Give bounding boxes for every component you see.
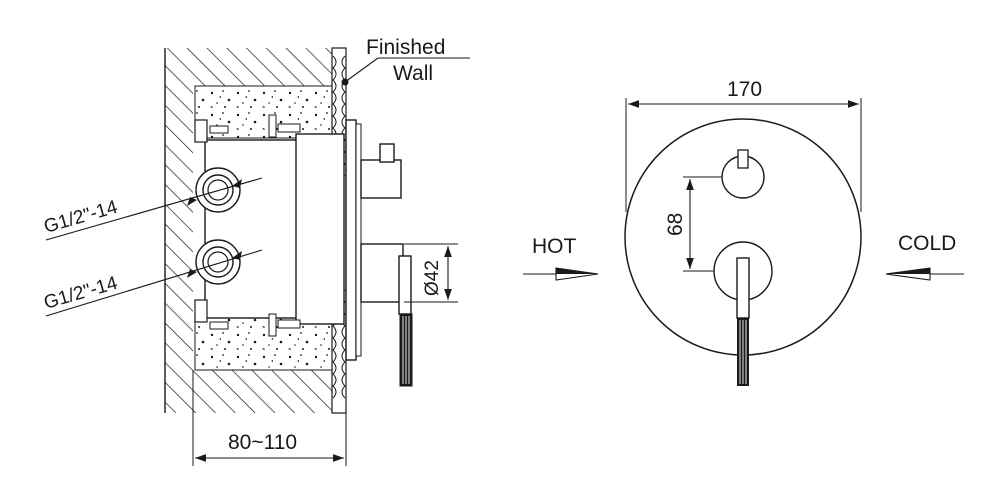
finished-wall-label-1: Finished — [366, 36, 445, 59]
thread-top-arrow-2 — [187, 197, 197, 206]
plate-width-label: 170 — [727, 78, 762, 101]
thread-top-label: G1/2"-14 — [42, 197, 121, 238]
side-section-view: Finished Wall G1/2"-14 G1/2"-14 Ø42 80~1… — [42, 36, 470, 466]
diverter-knob-side — [360, 143, 402, 199]
diverter-knob-stem — [737, 149, 749, 169]
cold-label: COLD — [898, 232, 956, 255]
valve-flange-bottom — [194, 299, 208, 323]
lever-handle-front — [736, 257, 750, 386]
front-view: 170 68 HOT COLD — [523, 78, 964, 386]
valve-housing — [295, 133, 345, 325]
valve-body — [204, 139, 306, 319]
inlet-port-top — [195, 167, 241, 213]
thread-bottom-arrow-2 — [187, 269, 197, 278]
cover-plate-edge — [345, 119, 357, 361]
depth-range-label: 80~110 — [228, 431, 297, 454]
cold-arrow-head-fill — [886, 268, 930, 274]
hot-label: HOT — [532, 235, 577, 258]
finished-wall-leader — [344, 57, 379, 83]
thread-bottom-label: G1/2"-14 — [42, 273, 121, 314]
inlet-port-bottom — [195, 239, 241, 285]
thread-top-arrow — [232, 179, 242, 188]
thread-top-leader — [45, 177, 263, 241]
finished-wall-label-2: Wall — [393, 62, 433, 85]
thread-bottom-arrow — [232, 251, 242, 260]
cover-plate-rim — [355, 123, 362, 357]
finished-wall-leader-dot — [341, 78, 349, 86]
thread-bottom-leader — [45, 249, 263, 317]
hot-arrow-head-fill — [556, 268, 598, 274]
handle-diameter-label: Ø42 — [422, 260, 443, 296]
lever-handle-side — [360, 243, 413, 387]
center-distance-label: 68 — [664, 213, 687, 236]
mounting-screws — [209, 114, 301, 337]
valve-flange — [194, 119, 208, 143]
